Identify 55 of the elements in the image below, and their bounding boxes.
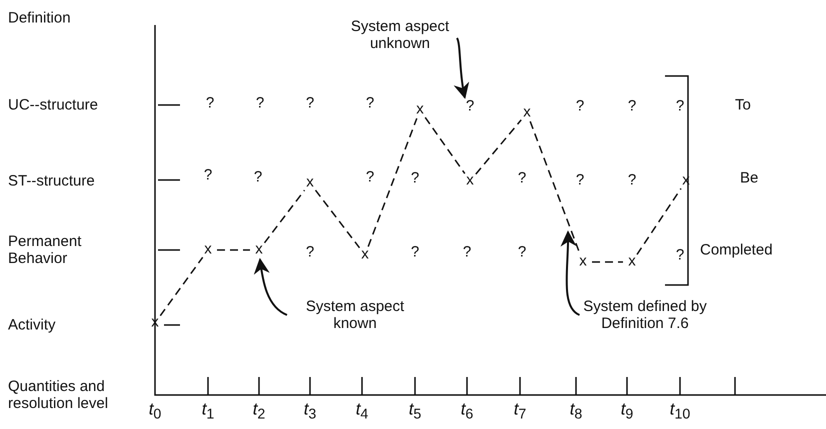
axis-title: Quantities and resolution level bbox=[8, 378, 110, 412]
chart-mark-text: ? bbox=[518, 244, 526, 260]
tick-label: t$_{9}$ bbox=[620, 400, 634, 424]
chart-mark-text: ? bbox=[410, 244, 420, 260]
row-label: Activity bbox=[8, 316, 56, 334]
chart-mark-text: x bbox=[523, 104, 531, 120]
chart-mark-text: x bbox=[306, 174, 314, 190]
chart-mark-text: ? bbox=[204, 166, 212, 184]
chart-mark-text: ? bbox=[628, 172, 636, 188]
tick-label: t$_{3}$ bbox=[304, 400, 316, 424]
row-label: UC--structure bbox=[8, 96, 98, 114]
tick-label: t$_{8}$ bbox=[570, 400, 582, 424]
bracket-label: Completed bbox=[700, 242, 773, 258]
chart-mark-text: x bbox=[361, 246, 369, 262]
bracket-label: Be bbox=[740, 170, 758, 186]
curved-arrow bbox=[560, 230, 580, 316]
annotation-text: System defined by Definition 7.6 bbox=[582, 298, 708, 332]
curved-arrow bbox=[454, 38, 470, 100]
tick-label: t$_{6}$ bbox=[460, 400, 474, 424]
tick-label: t$_{4}$ bbox=[356, 400, 368, 424]
chart-mark-text: ? bbox=[466, 98, 474, 114]
chart-mark-text: ? bbox=[676, 98, 684, 114]
tick-label: t$_{2}$ bbox=[252, 400, 266, 424]
annotation-text: System aspect known bbox=[290, 298, 420, 332]
chart-mark-text: x bbox=[628, 252, 636, 270]
chart-mark-text: ? bbox=[576, 172, 584, 188]
chart-mark-text: ? bbox=[676, 246, 684, 264]
chart-mark-text: ? bbox=[254, 168, 262, 186]
chart-mark-text: x bbox=[466, 172, 474, 188]
tick-label: t$_{0}$ bbox=[148, 400, 162, 424]
curved-arrow bbox=[254, 258, 288, 316]
chart-mark-text: ? bbox=[366, 168, 374, 186]
chart-mark-text: ? bbox=[366, 94, 374, 112]
chart-mark-text: ? bbox=[462, 244, 472, 260]
chart-mark-text: ? bbox=[410, 170, 420, 186]
axis-title: Definition bbox=[8, 10, 71, 26]
chart-mark-text: ? bbox=[306, 244, 314, 260]
chart-mark-text: x bbox=[204, 240, 212, 258]
chart-mark-text: x bbox=[255, 240, 263, 258]
chart-mark-text: ? bbox=[256, 94, 264, 112]
bracket-label: To bbox=[735, 96, 751, 114]
tick-label: t$_{5}$ bbox=[408, 400, 422, 424]
row-label: Permanent Behavior bbox=[8, 233, 82, 267]
tick-label: t$_{10}$ bbox=[670, 400, 690, 424]
tick-label: t$_{1}$ bbox=[202, 400, 214, 424]
chart-mark-text: ? bbox=[306, 94, 314, 112]
tick-label: t$_{7}$ bbox=[514, 400, 526, 424]
annotation-text: System aspect unknown bbox=[335, 18, 465, 52]
chart-mark-text: x bbox=[416, 100, 424, 118]
chart-mark-text: ? bbox=[628, 98, 636, 114]
chart-mark-text: ? bbox=[576, 98, 584, 114]
chart-mark-text: ? bbox=[206, 94, 214, 112]
row-label: ST--structure bbox=[8, 172, 95, 190]
chart-mark-text: ? bbox=[518, 170, 526, 186]
chart-mark-text: x bbox=[579, 252, 587, 270]
